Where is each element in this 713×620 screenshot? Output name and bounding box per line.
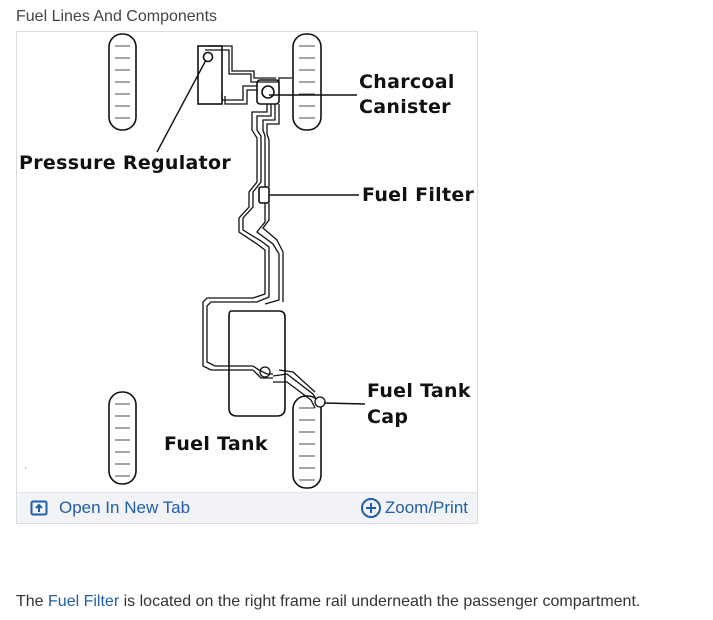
charcoal-canister-body <box>256 79 280 105</box>
label-fuel-filter: Fuel Filter <box>362 184 475 206</box>
fuel-lines <box>202 45 326 409</box>
diagram-toolbar: Open In New Tab Zoom/Print <box>17 492 477 523</box>
zoom-print-label: Zoom/Print <box>384 498 468 517</box>
figure-title: Fuel Lines And Components <box>16 8 218 25</box>
leader-lines <box>156 59 366 405</box>
open-in-new-tab-icon <box>30 500 48 516</box>
rear-right-wheel <box>292 395 322 489</box>
diagram-frame: ' Charcoal Canister Pressure Regulator F… <box>16 31 478 524</box>
fuel-tank-shape <box>228 310 286 417</box>
label-fuel-tank: Fuel Tank <box>164 433 268 455</box>
fuel-filter-link[interactable]: Fuel Filter <box>48 593 120 610</box>
zoom-plus-icon <box>360 497 382 519</box>
fuel-system-diagram[interactable]: ' <box>17 32 477 492</box>
fuel-filter-body <box>258 186 270 204</box>
front-right-wheel <box>292 33 322 131</box>
front-left-wheel <box>108 33 137 131</box>
tick-mark: ' <box>25 468 26 474</box>
pressure-regulator-body <box>197 45 223 105</box>
label-charcoal-canister-line1: Charcoal <box>359 71 455 93</box>
caption-suffix: is located on the right frame rail under… <box>123 593 641 610</box>
open-in-new-tab-label: Open In New Tab <box>59 498 191 517</box>
caption-text: The Fuel Filter is located on the right … <box>16 593 640 611</box>
label-charcoal-canister-line2: Canister <box>359 96 451 118</box>
caption-prefix: The <box>16 593 44 610</box>
label-fuel-tank-cap-line1: Fuel Tank <box>367 380 471 402</box>
open-in-new-tab-button[interactable]: Open In New Tab <box>30 493 190 523</box>
rear-left-wheel <box>108 391 137 485</box>
label-fuel-tank-cap-line2: Cap <box>367 406 409 428</box>
zoom-print-button[interactable]: Zoom/Print <box>360 493 468 523</box>
label-pressure-regulator: Pressure Regulator <box>19 152 232 174</box>
